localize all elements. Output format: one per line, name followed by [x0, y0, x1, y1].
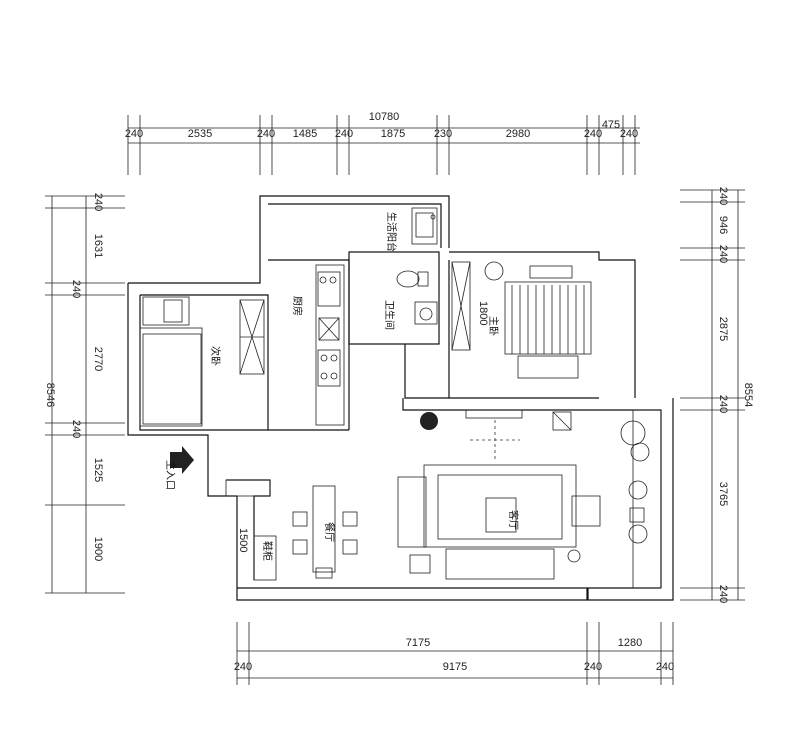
dashed-tv-lines: [470, 420, 520, 462]
top-seg-3: 1485: [293, 128, 317, 140]
top-seg-1: 2535: [188, 128, 212, 140]
stove-icon: [317, 349, 341, 387]
balcony-furniture: 生活阳台: [385, 207, 438, 252]
left-seg-4: 240: [70, 420, 82, 438]
living-furniture: 客厅: [397, 409, 650, 580]
room-label-bathroom: 卫生间: [383, 300, 396, 330]
room-label-balcony: 生活阳台: [385, 212, 398, 252]
room-label-shoe-cabinet: 鞋柜: [261, 541, 274, 561]
top-seg-2: 240: [257, 128, 275, 140]
room-label-living: 客厅: [507, 510, 520, 530]
entrance-area: 鞋柜 1500 主入口: [164, 446, 277, 581]
plant-icon: [420, 412, 438, 430]
right-seg-2: 240: [717, 245, 729, 263]
top-seg-0: 240: [125, 128, 143, 140]
room-label-kitchen: 厨房: [291, 296, 304, 316]
left-seg-1: 1631: [92, 234, 104, 258]
left-seg-2: 240: [70, 280, 82, 298]
bathroom-furniture: 卫生间: [383, 270, 438, 330]
right-seg-4: 240: [717, 395, 729, 413]
top-total-dim: 10780: [369, 111, 400, 123]
top-seg-4: 240: [335, 128, 353, 140]
right-total-dim: 8554: [742, 383, 754, 407]
bottom-total-dim: 9175: [443, 661, 467, 673]
room-label-entrance: 主入口: [164, 460, 176, 490]
entrance-arrow-icon: [170, 446, 194, 474]
left-seg-5: 1525: [92, 458, 104, 482]
left-seg-0: 240: [92, 193, 104, 211]
right-seg-6: 240: [717, 585, 729, 603]
top-dimensions: 10780 240 2535 240 1485 240 1875 230 298…: [125, 111, 640, 175]
bottom-wall-0: 240: [234, 661, 252, 673]
walls: [127, 195, 674, 601]
sink-icon: [414, 301, 438, 325]
right-seg-1: 946: [717, 216, 729, 234]
top-seg-8: 240: [584, 128, 602, 140]
top-seg-6: 230: [434, 128, 452, 140]
master-bedroom-furniture: 主卧 1800: [451, 261, 592, 379]
right-seg-0: 240: [717, 187, 729, 205]
annotation-1500: 1500: [237, 528, 249, 552]
room-label-dining: 餐厅: [323, 522, 336, 542]
left-seg-3: 2770: [92, 347, 104, 371]
top-seg-9: 240: [620, 128, 638, 140]
bottom-wall-1: 240: [584, 661, 602, 673]
kitchen-furniture: 厨房: [291, 264, 345, 426]
top-seg-7: 2980: [506, 128, 530, 140]
right-seg-3: 2875: [717, 317, 729, 341]
room-label-second-bedroom: 次卧: [209, 346, 222, 366]
tv-icon: [465, 409, 523, 419]
dining-furniture: 餐厅: [292, 485, 358, 579]
right-dimensions: 8554 240 946 240 2875 240 3765 240: [680, 187, 754, 603]
room-label-master-bedroom: 主卧: [487, 316, 500, 336]
annotation-1800: 1800: [477, 301, 489, 325]
top-extra: 475: [602, 119, 620, 131]
bottom-mid-1: 1280: [618, 637, 642, 649]
left-seg-6: 1900: [92, 537, 104, 561]
left-dimensions: 8546 240 1631 240 2770 240 1525 1900: [44, 193, 125, 594]
bottom-mid-0: 7175: [406, 637, 430, 649]
bottom-dimensions: 7175 1280 240 240 240 9175: [234, 622, 674, 685]
second-bedroom-furniture: 次卧: [139, 296, 265, 427]
top-seg-5: 1875: [381, 128, 405, 140]
right-seg-5: 3765: [717, 482, 729, 506]
left-total-dim: 8546: [44, 383, 56, 407]
toilet-icon: [396, 270, 420, 288]
bottom-wall-2: 240: [656, 661, 674, 673]
